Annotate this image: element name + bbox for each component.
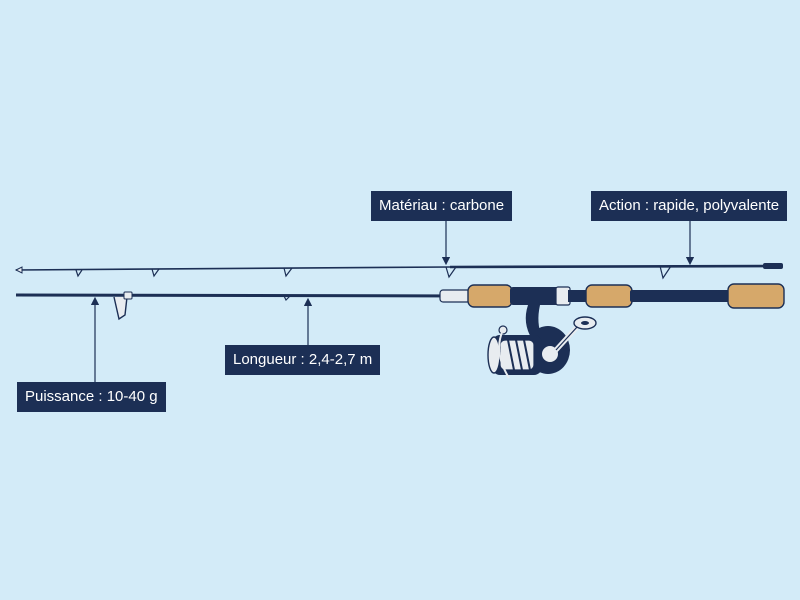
butt-section (15, 283, 785, 321)
cork-middle-grip (585, 284, 633, 308)
callout-arrows (90, 221, 695, 382)
spinning-reel (487, 305, 597, 379)
tip-section (14, 263, 783, 280)
cork-fore-grip (467, 284, 513, 308)
label-material: Matériau : carbone (371, 191, 513, 221)
label-length: Longueur : 2,4-2,7 m (225, 345, 381, 375)
tip-guides (75, 265, 672, 280)
label-power: Puissance : 10-40 g (17, 382, 166, 412)
label-action: Action : rapide, polyvalente (591, 191, 788, 221)
cork-butt-grip (727, 283, 785, 309)
butt-guides (113, 291, 291, 321)
